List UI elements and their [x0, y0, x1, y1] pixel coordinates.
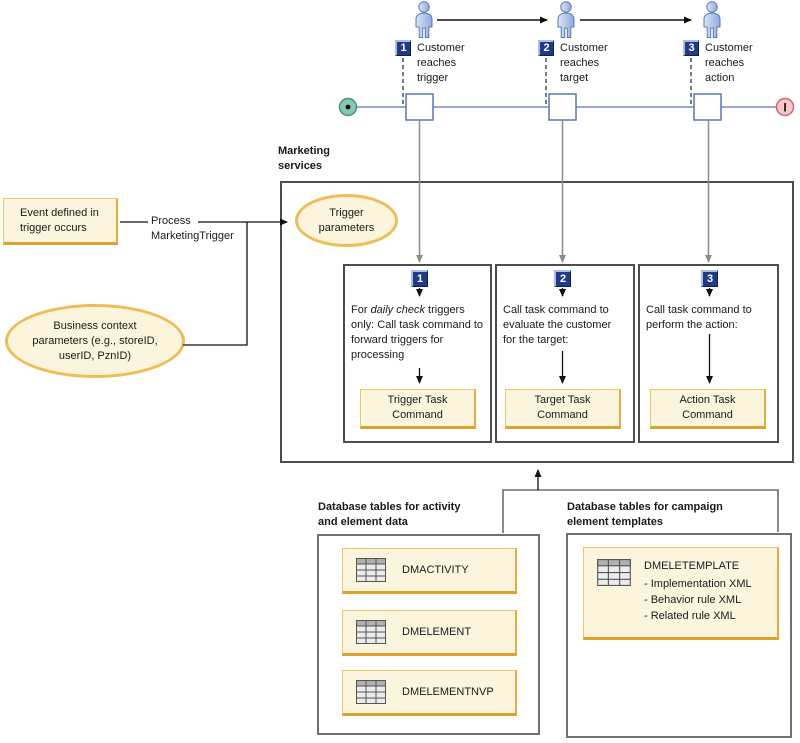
step-3-number-badge: 3: [683, 40, 699, 56]
table-name: DMELEMENTNVP: [402, 685, 494, 698]
target-task-command-box: Target Task Command: [505, 389, 621, 429]
trigger-task-command-box: Trigger Task Command: [360, 389, 476, 429]
panel-1-number-badge: 1: [411, 270, 428, 287]
dmactivity-row: DMACTIVITY: [342, 548, 517, 594]
action-task-command-box: Action Task Command: [650, 389, 766, 429]
table-detail: - Implementation XML: [644, 578, 752, 590]
panel-1-text: For daily check triggers only: Call task…: [351, 304, 484, 361]
step-2-number-badge: 2: [538, 40, 554, 56]
end-node-icon: I: [775, 97, 795, 117]
person-icon: [703, 1, 721, 38]
start-node-icon: [338, 97, 358, 117]
dmelementnvp-row: DMELEMENTNVP: [342, 670, 517, 716]
step-2-label: Customer reaches target: [560, 42, 608, 84]
dmelement-row: DMELEMENT: [342, 610, 517, 656]
table-icon: [356, 680, 386, 704]
trigger-parameters-ellipse: Trigger parameters: [295, 194, 398, 247]
process-arrow-label: Process MarketingTrigger: [151, 215, 234, 242]
event-box: Event defined in trigger occurs: [3, 198, 118, 245]
activity-tables-title: Database tables for activity and element…: [318, 501, 461, 528]
step-3-label: Customer reaches action: [705, 42, 753, 84]
table-name: DMELETEMPLATE: [644, 560, 740, 572]
table-icon: [356, 620, 386, 644]
step-1-number-badge: 1: [395, 40, 411, 56]
timeline: I: [338, 93, 795, 121]
timeline-step-square: [693, 93, 722, 121]
person-icon: [557, 1, 575, 38]
table-detail: - Behavior rule XML: [644, 594, 742, 606]
dmeletemplate-box: DMELETEMPLATE - Implementation XML - Beh…: [583, 547, 779, 640]
svg-text:I: I: [783, 101, 786, 115]
timeline-step-square: [405, 93, 434, 121]
panel-2-number-badge: 2: [554, 270, 571, 287]
table-name: DMACTIVITY: [402, 563, 469, 576]
business-context-ellipse: Business context parameters (e.g., store…: [5, 304, 185, 378]
table-detail: - Related rule XML: [644, 610, 736, 622]
panel-3-text: Call task command to perform the action:: [646, 304, 752, 331]
panel-3-number-badge: 3: [701, 270, 718, 287]
campaign-tables-title: Database tables for campaign element tem…: [567, 501, 723, 528]
marketing-services-title: Marketing services: [278, 145, 330, 172]
timeline-step-square: [548, 93, 577, 121]
panel-2-text: Call task command to evaluate the custom…: [503, 304, 612, 346]
person-icon: [415, 1, 433, 38]
step-1-label: Customer reaches trigger: [417, 42, 465, 84]
table-icon: [356, 558, 386, 582]
table-icon: [597, 559, 631, 586]
table-name: DMELEMENT: [402, 625, 472, 638]
